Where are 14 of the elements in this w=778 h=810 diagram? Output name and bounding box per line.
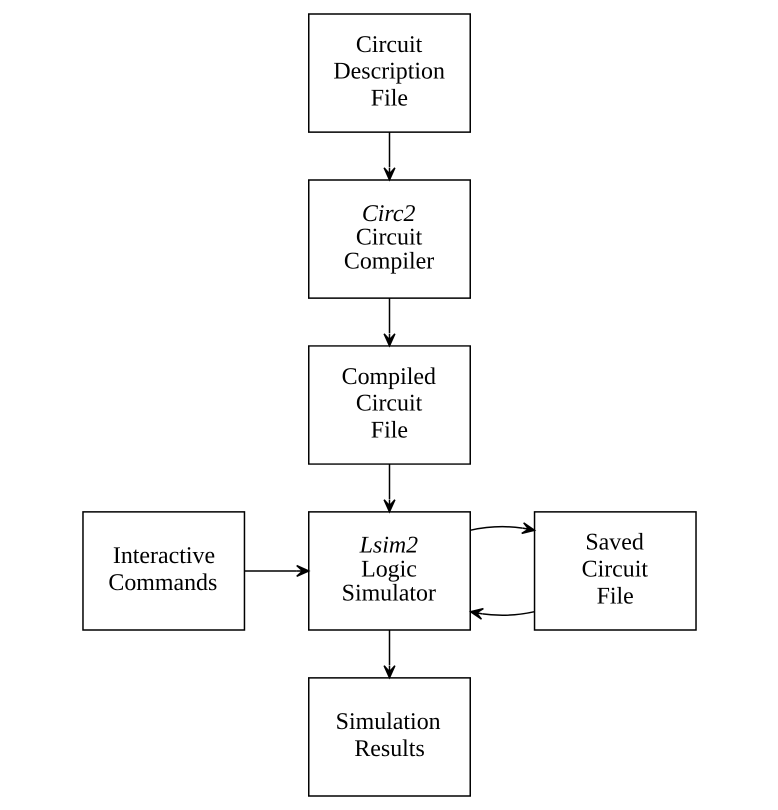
arrow xyxy=(244,564,309,578)
node-box: Lsim2 Logic Simulator xyxy=(308,511,470,631)
arrow xyxy=(469,608,534,620)
node-box: Circuit Description File xyxy=(308,13,470,133)
arrow xyxy=(382,132,396,181)
node-box: Interactive Commands xyxy=(82,511,245,631)
node-box: Saved Circuit File xyxy=(533,511,696,631)
arrow xyxy=(382,298,396,347)
node-box: Circ2 Circuit Compiler xyxy=(308,179,470,299)
node-box: Compiled Circuit File xyxy=(308,345,470,465)
arrow xyxy=(382,464,396,512)
arrow xyxy=(470,522,535,534)
arrow xyxy=(382,630,396,678)
node-box: Simulation Results xyxy=(308,677,470,797)
